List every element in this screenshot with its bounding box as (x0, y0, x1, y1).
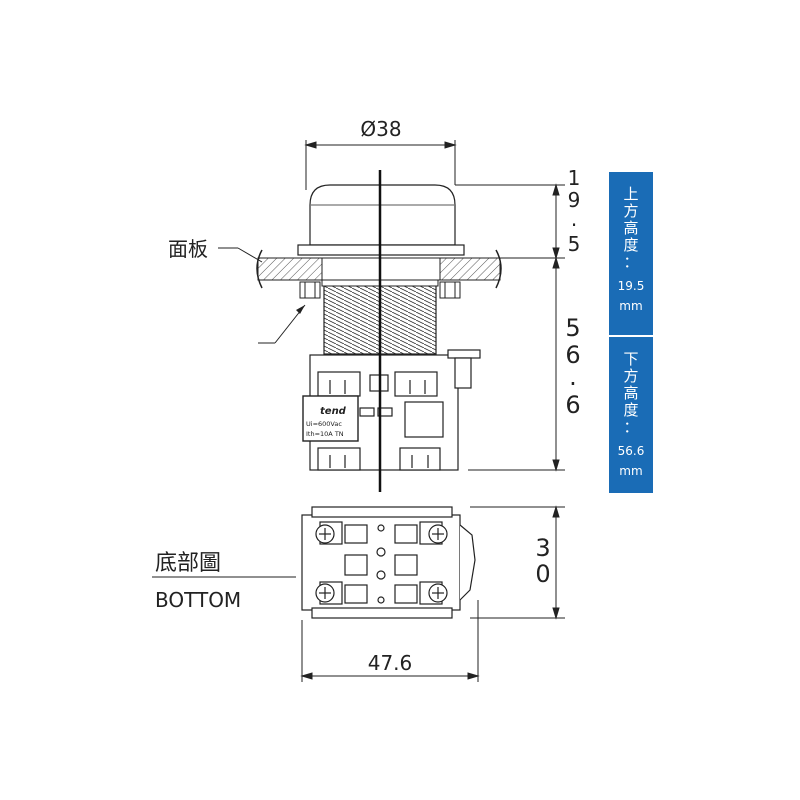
info-top-label-char: ： (623, 253, 639, 271)
info-bottom-value: 56.6 (617, 444, 645, 458)
bottom-label-cn: 底部圖 (155, 551, 221, 576)
info-top-unit: mm (619, 299, 643, 313)
bottom-label-en: BOTTOM (155, 588, 241, 612)
top-height-info-panel: 上 方 高 度 ： 19.5 mm (609, 172, 653, 335)
mounting-panel (256, 249, 502, 289)
top-height-label: 1 9 . 5 (568, 166, 581, 256)
info-top-label-char: 上 (623, 185, 639, 203)
info-bottom-label-char: 下 (623, 350, 639, 368)
info-panel-divider (609, 335, 653, 337)
panel-leader-diag (237, 247, 263, 263)
rating-line-1: Ui=600Vac (306, 420, 342, 428)
base-height-label: 3 0 (535, 534, 550, 588)
bottom-height-char: 6 (565, 341, 580, 369)
terminal-screws (315, 524, 448, 604)
panel-label: 面板 (168, 237, 208, 261)
top-height-dimension (455, 183, 565, 472)
top-height-char: . (571, 207, 577, 231)
info-bottom-label-char: 高 (623, 384, 639, 402)
info-bottom-label-char: 度 (623, 401, 639, 419)
top-height-char: 5 (568, 232, 581, 256)
info-bottom-label-char: 方 (623, 367, 639, 385)
info-top-label-char: 度 (623, 236, 639, 254)
top-height-char: 9 (568, 188, 581, 212)
top-height-char: 1 (568, 166, 581, 190)
bottom-height-label: 5 6 . 6 (565, 314, 580, 419)
diameter-dimension (304, 140, 457, 190)
diameter-label: Ø38 (360, 117, 401, 141)
info-top-value: 19.5 (617, 279, 645, 293)
info-bottom-label-char: ： (623, 418, 639, 436)
ring-leader-arrow (296, 305, 305, 314)
info-bottom-unit: mm (619, 464, 643, 478)
lock-nuts (299, 281, 461, 299)
brand-logo: tend (320, 406, 347, 417)
base-height-char: 3 (535, 534, 550, 562)
info-top-label-char: 方 (623, 202, 639, 220)
bottom-height-char: . (569, 363, 577, 391)
info-top-label-char: 高 (623, 219, 639, 237)
base-height-dimension (470, 505, 565, 620)
base-height-char: 0 (535, 560, 550, 588)
bottom-height-char: 6 (565, 391, 580, 419)
bottom-height-info-panel: 下 方 高 度 ： 56.6 mm (609, 337, 653, 493)
width-dimension (300, 600, 480, 682)
rating-line-2: Ith=10A TN (306, 430, 344, 438)
width-label: 47.6 (368, 651, 413, 675)
bottom-height-char: 5 (565, 314, 580, 342)
